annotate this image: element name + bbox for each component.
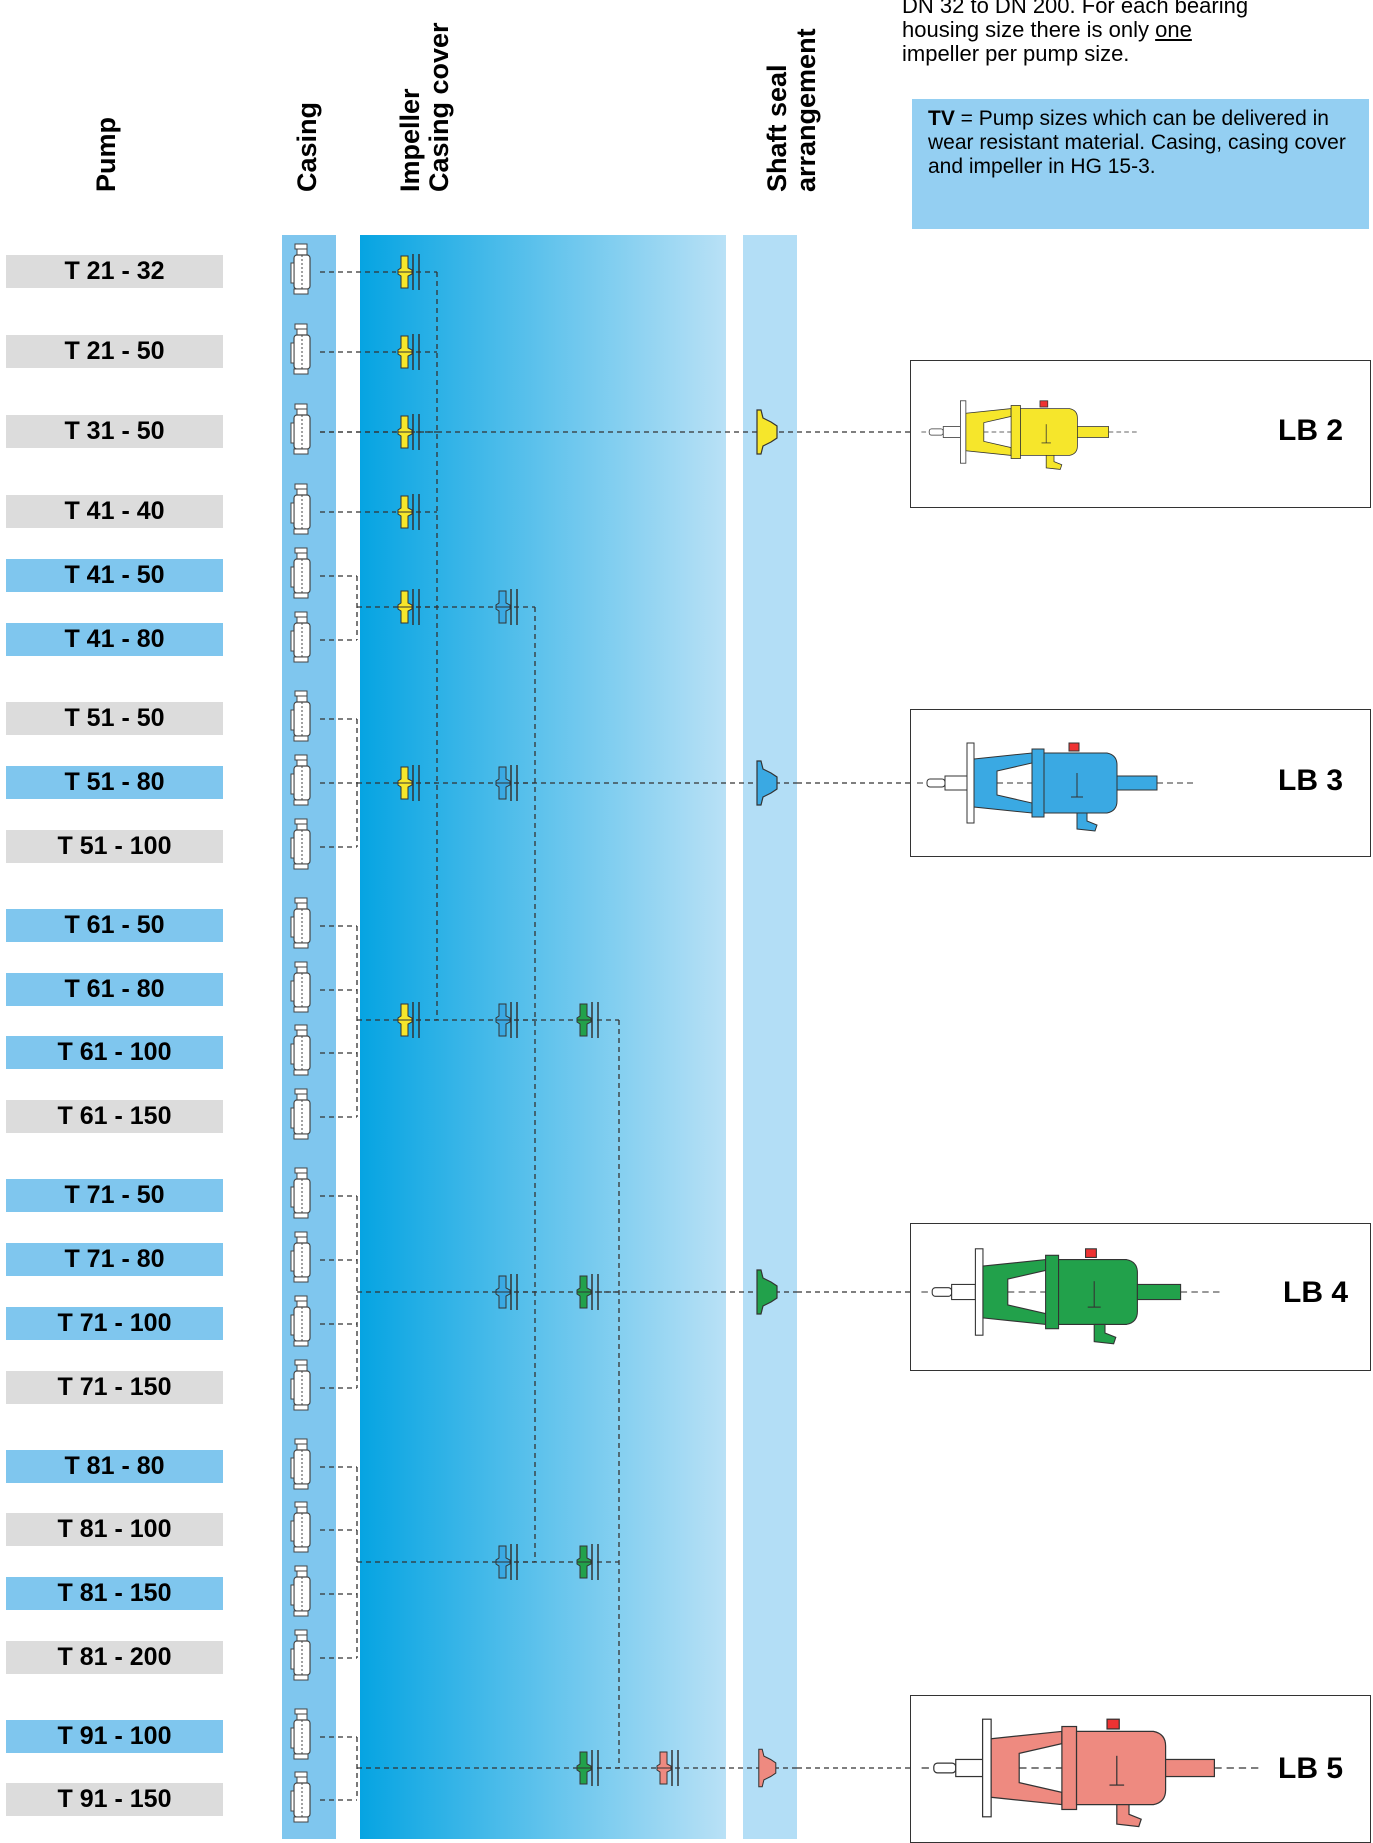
casing-icon <box>290 1708 311 1760</box>
casing-icon <box>290 818 311 870</box>
tv-info-text: TV = Pump sizes which can be delivered i… <box>928 107 1358 179</box>
impeller-icon <box>576 1544 599 1580</box>
casing-icon <box>290 1167 311 1219</box>
casing-icon <box>290 754 311 806</box>
tv-term: TV <box>928 107 955 130</box>
impeller-icon <box>495 1274 518 1310</box>
impeller-icon <box>397 765 420 801</box>
casing-icon <box>290 483 311 535</box>
pump-row: T 61 - 150 <box>6 1100 223 1133</box>
impeller-column <box>360 235 726 1839</box>
impeller-icon <box>576 1274 599 1310</box>
casing-icon <box>290 547 311 599</box>
casing-icon <box>290 1295 311 1347</box>
impeller-icon <box>495 1544 518 1580</box>
casing-icon <box>290 1231 311 1283</box>
shaft-seal-icon <box>756 760 778 806</box>
pump-row: T 51 - 80 <box>6 766 223 799</box>
shaft-seal-icon <box>758 1748 777 1788</box>
pump-row: T 61 - 50 <box>6 909 223 942</box>
lb2-label: LB 2 <box>1278 414 1344 447</box>
impeller-icon <box>576 1750 599 1786</box>
pump-row: T 21 - 32 <box>6 255 223 288</box>
impeller-icon <box>495 1002 518 1038</box>
note-text: DN 32 to DN 200. For each bearing housin… <box>902 0 1342 66</box>
tv-info-box <box>912 99 1369 229</box>
pump-row: T 71 - 100 <box>6 1307 223 1340</box>
pump-row: T 71 - 150 <box>6 1371 223 1404</box>
pump-row: T 41 - 40 <box>6 495 223 528</box>
impeller-icon <box>656 1750 679 1786</box>
casing-icon <box>290 1771 311 1823</box>
pump-row: T 41 - 50 <box>6 559 223 592</box>
note-line2: housing size there is only one <box>902 18 1342 42</box>
pump-row: T 81 - 200 <box>6 1641 223 1674</box>
pump-row: T 21 - 50 <box>6 335 223 368</box>
pump-row: T 51 - 100 <box>6 830 223 863</box>
impeller-icon <box>495 589 518 625</box>
impeller-icon <box>576 1002 599 1038</box>
pump-row: T 71 - 50 <box>6 1179 223 1212</box>
casing-icon <box>290 243 311 295</box>
lb4-label: LB 4 <box>1283 1276 1349 1309</box>
impeller-icon <box>397 494 420 530</box>
shaft-seal-icon <box>756 409 778 455</box>
casing-icon <box>290 1024 311 1076</box>
lb3-label: LB 3 <box>1278 764 1344 797</box>
tv-definition: = Pump sizes which can be delivered in w… <box>928 107 1346 178</box>
note-underlined-word: one <box>1155 17 1192 42</box>
casing-icon <box>290 1088 311 1140</box>
casing-icon <box>290 961 311 1013</box>
impeller-icon <box>397 254 420 290</box>
casing-icon <box>290 611 311 663</box>
casing-icon <box>290 323 311 375</box>
casing-icon <box>290 690 311 742</box>
impeller-icon <box>495 765 518 801</box>
note-line3: impeller per pump size. <box>902 41 1130 66</box>
casing-icon <box>290 1501 311 1553</box>
casing-icon <box>290 403 311 455</box>
pump-row: T 91 - 100 <box>6 1720 223 1753</box>
pump-row: T 81 - 80 <box>6 1450 223 1483</box>
shaft-seal-icon <box>756 1269 778 1315</box>
pump-row: T 61 - 80 <box>6 973 223 1006</box>
lb5-label: LB 5 <box>1278 1752 1344 1785</box>
note-line2-prefix: housing size there is only <box>902 17 1156 42</box>
impeller-icon <box>397 1002 420 1038</box>
pump-row: T 71 - 80 <box>6 1243 223 1276</box>
pump-row: T 51 - 50 <box>6 702 223 735</box>
casing-icon <box>290 1565 311 1617</box>
impeller-icon <box>397 414 420 450</box>
pump-row: T 91 - 150 <box>6 1783 223 1816</box>
pump-row: T 61 - 100 <box>6 1036 223 1069</box>
casing-icon <box>290 1629 311 1681</box>
casing-icon <box>290 1359 311 1411</box>
pump-row: T 41 - 80 <box>6 623 223 656</box>
shaft-seal-column <box>743 235 797 1839</box>
casing-icon <box>290 897 311 949</box>
pump-row: T 31 - 50 <box>6 415 223 448</box>
pump-row: T 81 - 150 <box>6 1577 223 1610</box>
note-line1: DN 32 to DN 200. For each bearing <box>902 0 1249 18</box>
impeller-icon <box>397 334 420 370</box>
casing-icon <box>290 1438 311 1490</box>
pump-row: T 81 - 100 <box>6 1513 223 1546</box>
impeller-icon <box>397 589 420 625</box>
